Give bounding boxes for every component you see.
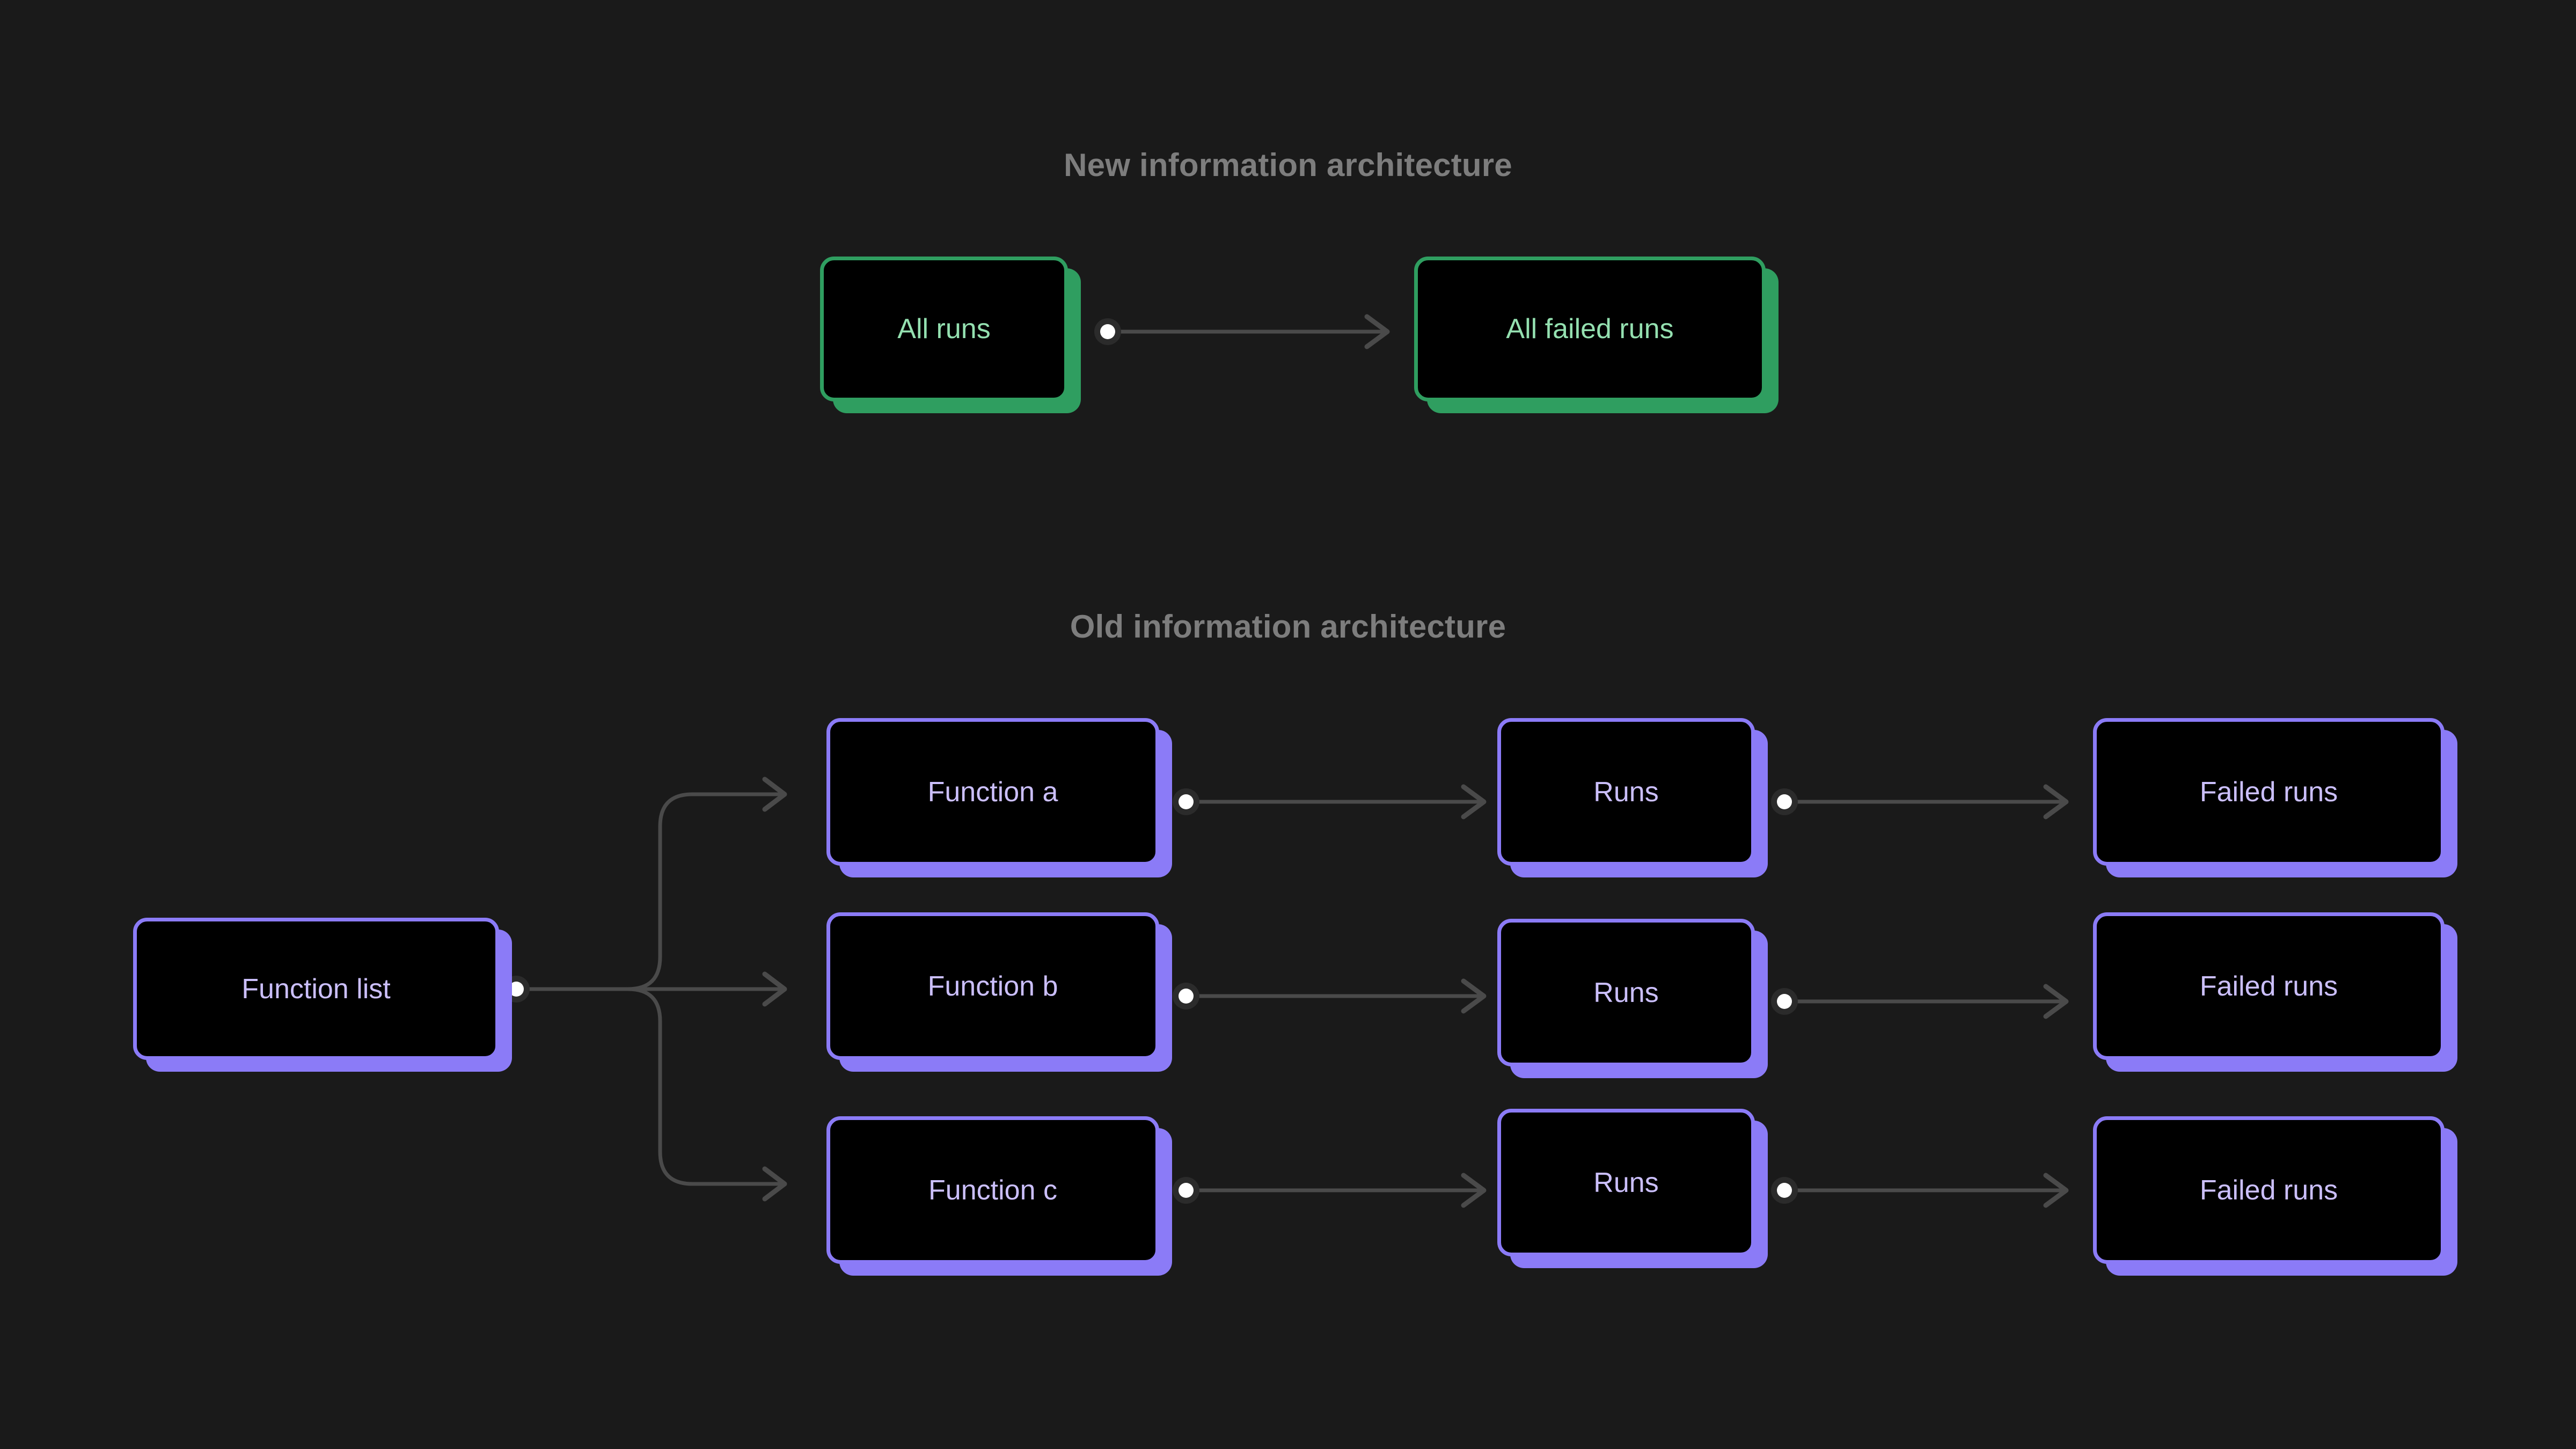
connector-function-b-to-runs-b	[1173, 978, 1487, 1014]
node-function-a[interactable]: Function a	[826, 718, 1159, 866]
node-label-runs-c: Runs	[1593, 1167, 1659, 1198]
node-runs-a[interactable]: Runs	[1497, 718, 1755, 866]
connector-runs-c-to-failed-runs-c	[1771, 1173, 2069, 1208]
node-all-runs[interactable]: All runs	[820, 257, 1068, 401]
connector-runs-b-to-failed-runs-b	[1771, 984, 2069, 1019]
section-title-new: New information architecture	[1064, 147, 1512, 183]
node-failed-runs-b[interactable]: Failed runs	[2093, 912, 2445, 1060]
connector-function-list-branch	[503, 777, 787, 1202]
node-label-failed-runs-c: Failed runs	[2199, 1174, 2338, 1206]
connector-function-a-to-runs-a	[1173, 784, 1487, 819]
node-label-runs-b: Runs	[1593, 977, 1659, 1008]
node-label-failed-runs-b: Failed runs	[2199, 970, 2338, 1002]
node-label-runs-a: Runs	[1593, 776, 1659, 808]
node-label-all-runs: All runs	[897, 313, 991, 345]
node-runs-c[interactable]: Runs	[1497, 1109, 1755, 1256]
node-failed-runs-a[interactable]: Failed runs	[2093, 718, 2445, 866]
node-label-function-list: Function list	[241, 973, 391, 1005]
node-failed-runs-c[interactable]: Failed runs	[2093, 1116, 2445, 1264]
node-function-b[interactable]: Function b	[826, 912, 1159, 1060]
connector-function-c-to-runs-c	[1173, 1173, 1487, 1208]
node-function-c[interactable]: Function c	[826, 1116, 1159, 1264]
node-runs-b[interactable]: Runs	[1497, 919, 1755, 1066]
node-function-list[interactable]: Function list	[133, 918, 499, 1060]
node-label-function-c: Function c	[928, 1174, 1057, 1206]
node-label-function-a: Function a	[927, 776, 1058, 808]
node-label-failed-runs-a: Failed runs	[2199, 776, 2338, 808]
connector-all-runs-to-all-failed-runs	[1094, 314, 1390, 349]
section-title-old: Old information architecture	[1070, 609, 1506, 645]
node-label-all-failed-runs: All failed runs	[1506, 313, 1674, 345]
node-label-function-b: Function b	[927, 970, 1058, 1002]
node-all-failed-runs[interactable]: All failed runs	[1414, 257, 1766, 401]
connector-runs-a-to-failed-runs-a	[1771, 784, 2069, 819]
